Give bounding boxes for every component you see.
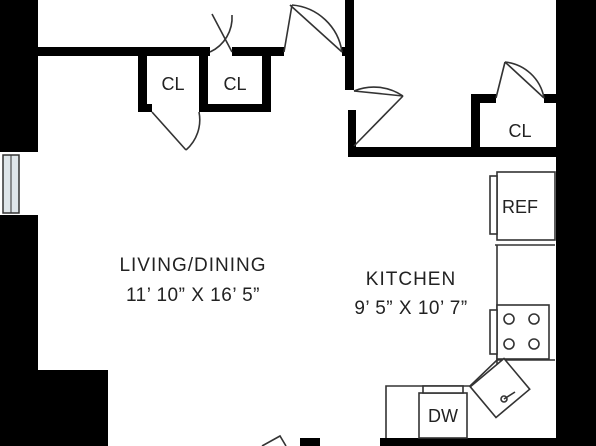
burners [503, 313, 540, 350]
kitchen-fixtures [385, 171, 556, 439]
closet-label-2: CL [223, 74, 246, 94]
closet-right-top-wall-b [544, 94, 556, 103]
dishwasher [418, 392, 468, 439]
top-right-door [283, 4, 343, 53]
sink-drain [500, 395, 508, 403]
closets-bottom-wall-b [199, 104, 271, 112]
living-room-name: LIVING/DINING [119, 255, 266, 276]
kitchen-upper-wall [348, 147, 556, 157]
closets-bottom-wall-a [138, 104, 152, 112]
bottom-wall-right [380, 438, 556, 446]
kitchen-left-wall-stub [348, 110, 356, 157]
bottom-wall-mid [300, 438, 320, 446]
closet-right-top-wall [471, 94, 496, 103]
closet-label-1: CL [161, 74, 184, 94]
living-room-dims: 11’ 10” X 16’ 5” [126, 285, 260, 306]
top-wall-left [38, 47, 210, 56]
closets-divider-wall [199, 56, 208, 110]
closet-right-door [495, 61, 545, 99]
bottom-left-wall-block [0, 370, 108, 446]
right-exterior-wall [556, 0, 596, 446]
refrigerator [496, 171, 556, 241]
top-left-door [209, 13, 233, 53]
vertical-wall-top [345, 0, 354, 90]
dw-label: DW [428, 406, 458, 426]
closets-left-wall [138, 56, 147, 110]
kitchen-dims: 9’ 5” X 10’ 7” [354, 298, 467, 319]
closets-right-wall [262, 56, 271, 110]
closet-right-left-wall [471, 94, 480, 154]
left-window [0, 152, 38, 215]
ref-label: REF [502, 197, 538, 217]
left-exterior-wall-lower [0, 215, 38, 375]
left-exterior-wall [0, 0, 38, 152]
closet-label-3: CL [508, 121, 531, 141]
door-swings [151, 4, 545, 446]
top-wall-mid [232, 47, 284, 56]
stove [496, 304, 550, 360]
ref-handle [489, 175, 498, 235]
sink [469, 357, 531, 419]
stove-control [489, 309, 498, 355]
kitchen-name: KITCHEN [366, 269, 456, 290]
bottom-door [261, 434, 287, 446]
kitchen-door [353, 86, 404, 147]
closet-door-left [151, 111, 201, 151]
counter-outline [385, 359, 555, 438]
